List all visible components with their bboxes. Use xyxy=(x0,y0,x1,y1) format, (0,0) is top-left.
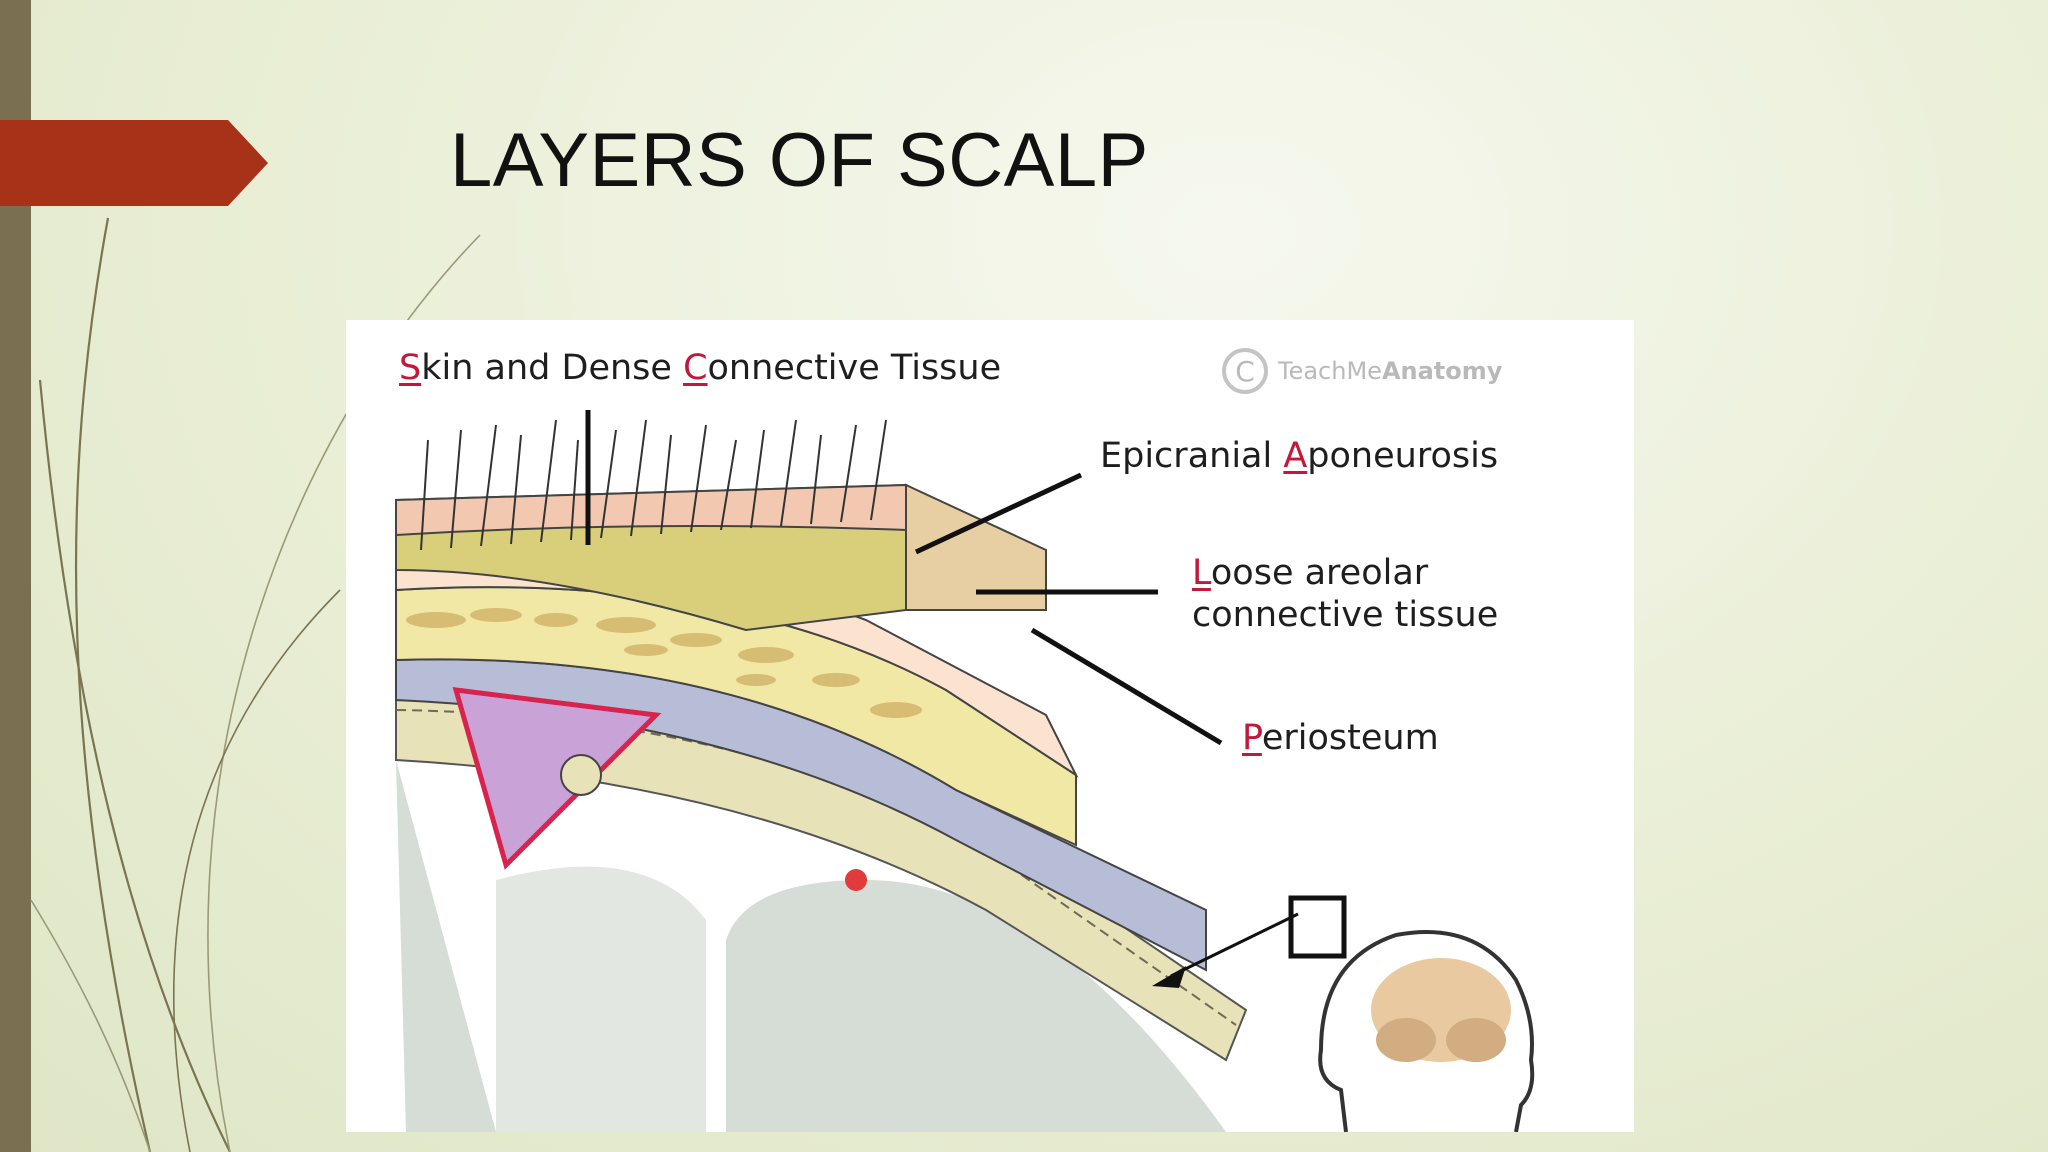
slide-title: LAYERS OF SCALP xyxy=(450,118,1149,203)
label-loose-areolar: Loose areolar xyxy=(1192,553,1429,593)
label-periosteum: Periosteum xyxy=(1242,718,1439,758)
watermark: C TeachMeAnatomy xyxy=(1222,344,1502,398)
scalp-diagram: C TeachMeAnatomy Skin and Dense Connecti… xyxy=(346,320,1634,1132)
label-loose-areolar-line2: connective tissue xyxy=(1192,595,1499,635)
brain-tissue xyxy=(396,760,1226,1132)
head-outline-icon xyxy=(1152,895,1535,1132)
copyright-icon: C xyxy=(1222,348,1268,394)
scalp-illustration xyxy=(395,410,1535,1132)
label-skin: Skin and Dense Connective Tissue xyxy=(399,348,1002,388)
label-aponeurosis: Epicranial Aponeurosis xyxy=(1100,436,1499,476)
arrow-tab-icon xyxy=(0,120,268,206)
